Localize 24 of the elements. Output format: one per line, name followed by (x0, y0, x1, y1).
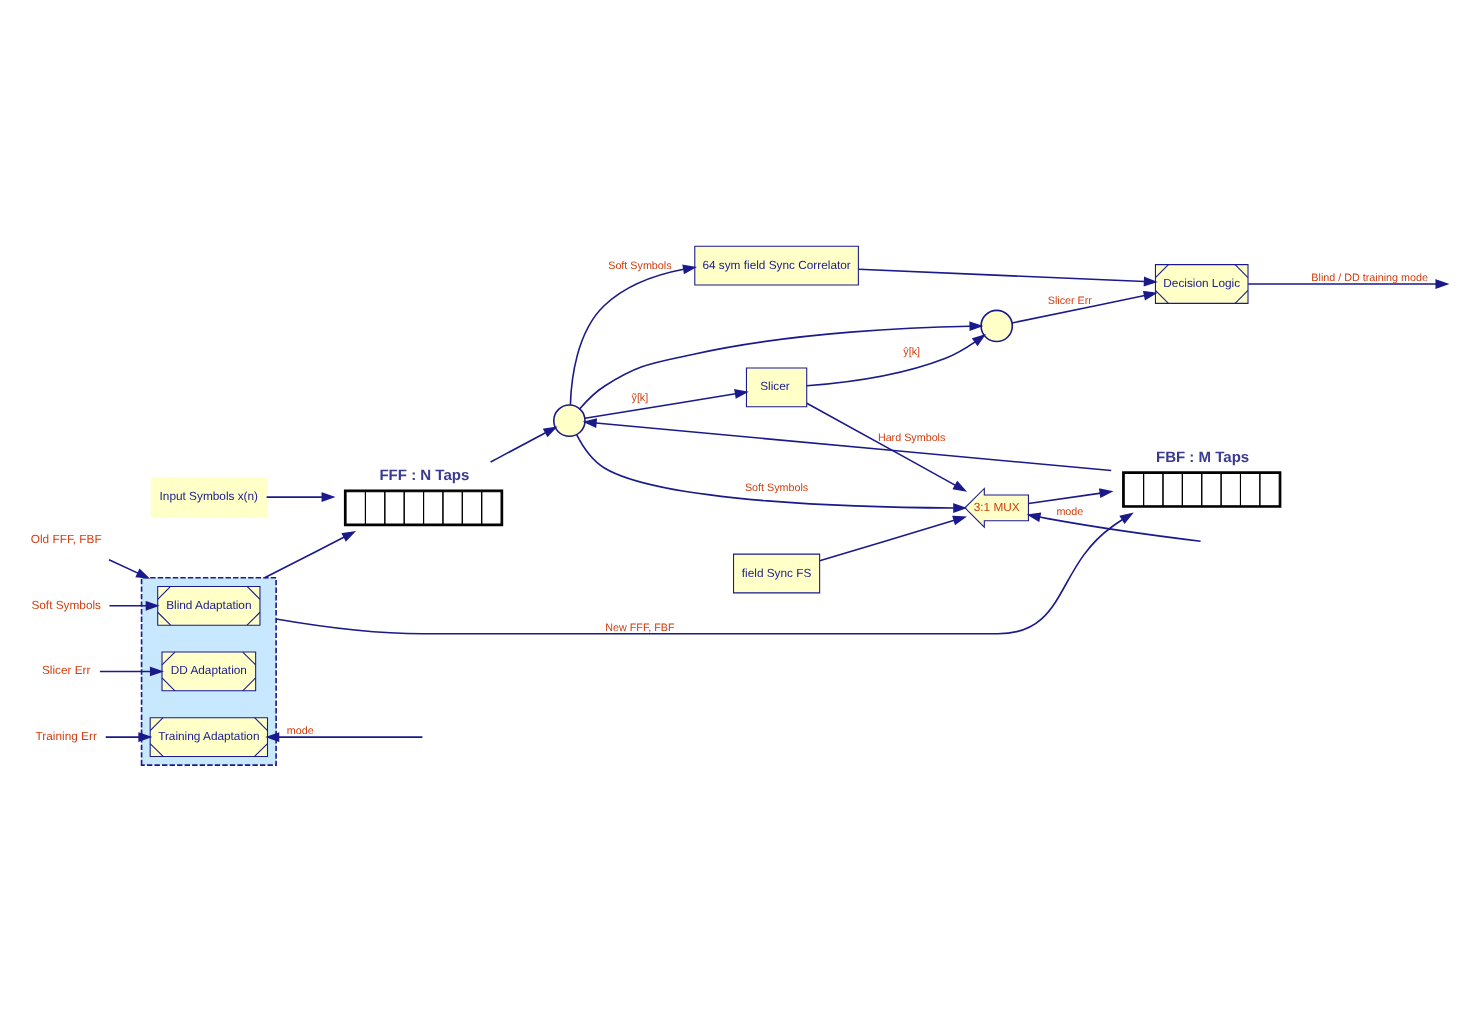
arrow (263, 531, 357, 579)
arrow (265, 492, 336, 502)
arrow (108, 558, 151, 579)
arrow (108, 600, 160, 611)
arrow (265, 732, 424, 742)
arrow (818, 515, 967, 562)
arrow (1026, 512, 1202, 542)
arrow (584, 389, 749, 420)
arrow (1247, 279, 1450, 289)
arrow (1011, 290, 1158, 324)
arrow (578, 321, 984, 410)
arrow (806, 402, 968, 492)
arrow (489, 426, 558, 463)
arrow (99, 666, 164, 677)
arrow (575, 433, 968, 513)
arrow (104, 732, 153, 742)
arrow (275, 512, 1134, 635)
arrow (1027, 488, 1114, 505)
node-circle (980, 309, 1014, 343)
arrow (857, 268, 1158, 287)
arrow (806, 333, 986, 387)
node-circle (553, 404, 586, 438)
arrow (582, 418, 1112, 472)
arrow (569, 264, 697, 406)
